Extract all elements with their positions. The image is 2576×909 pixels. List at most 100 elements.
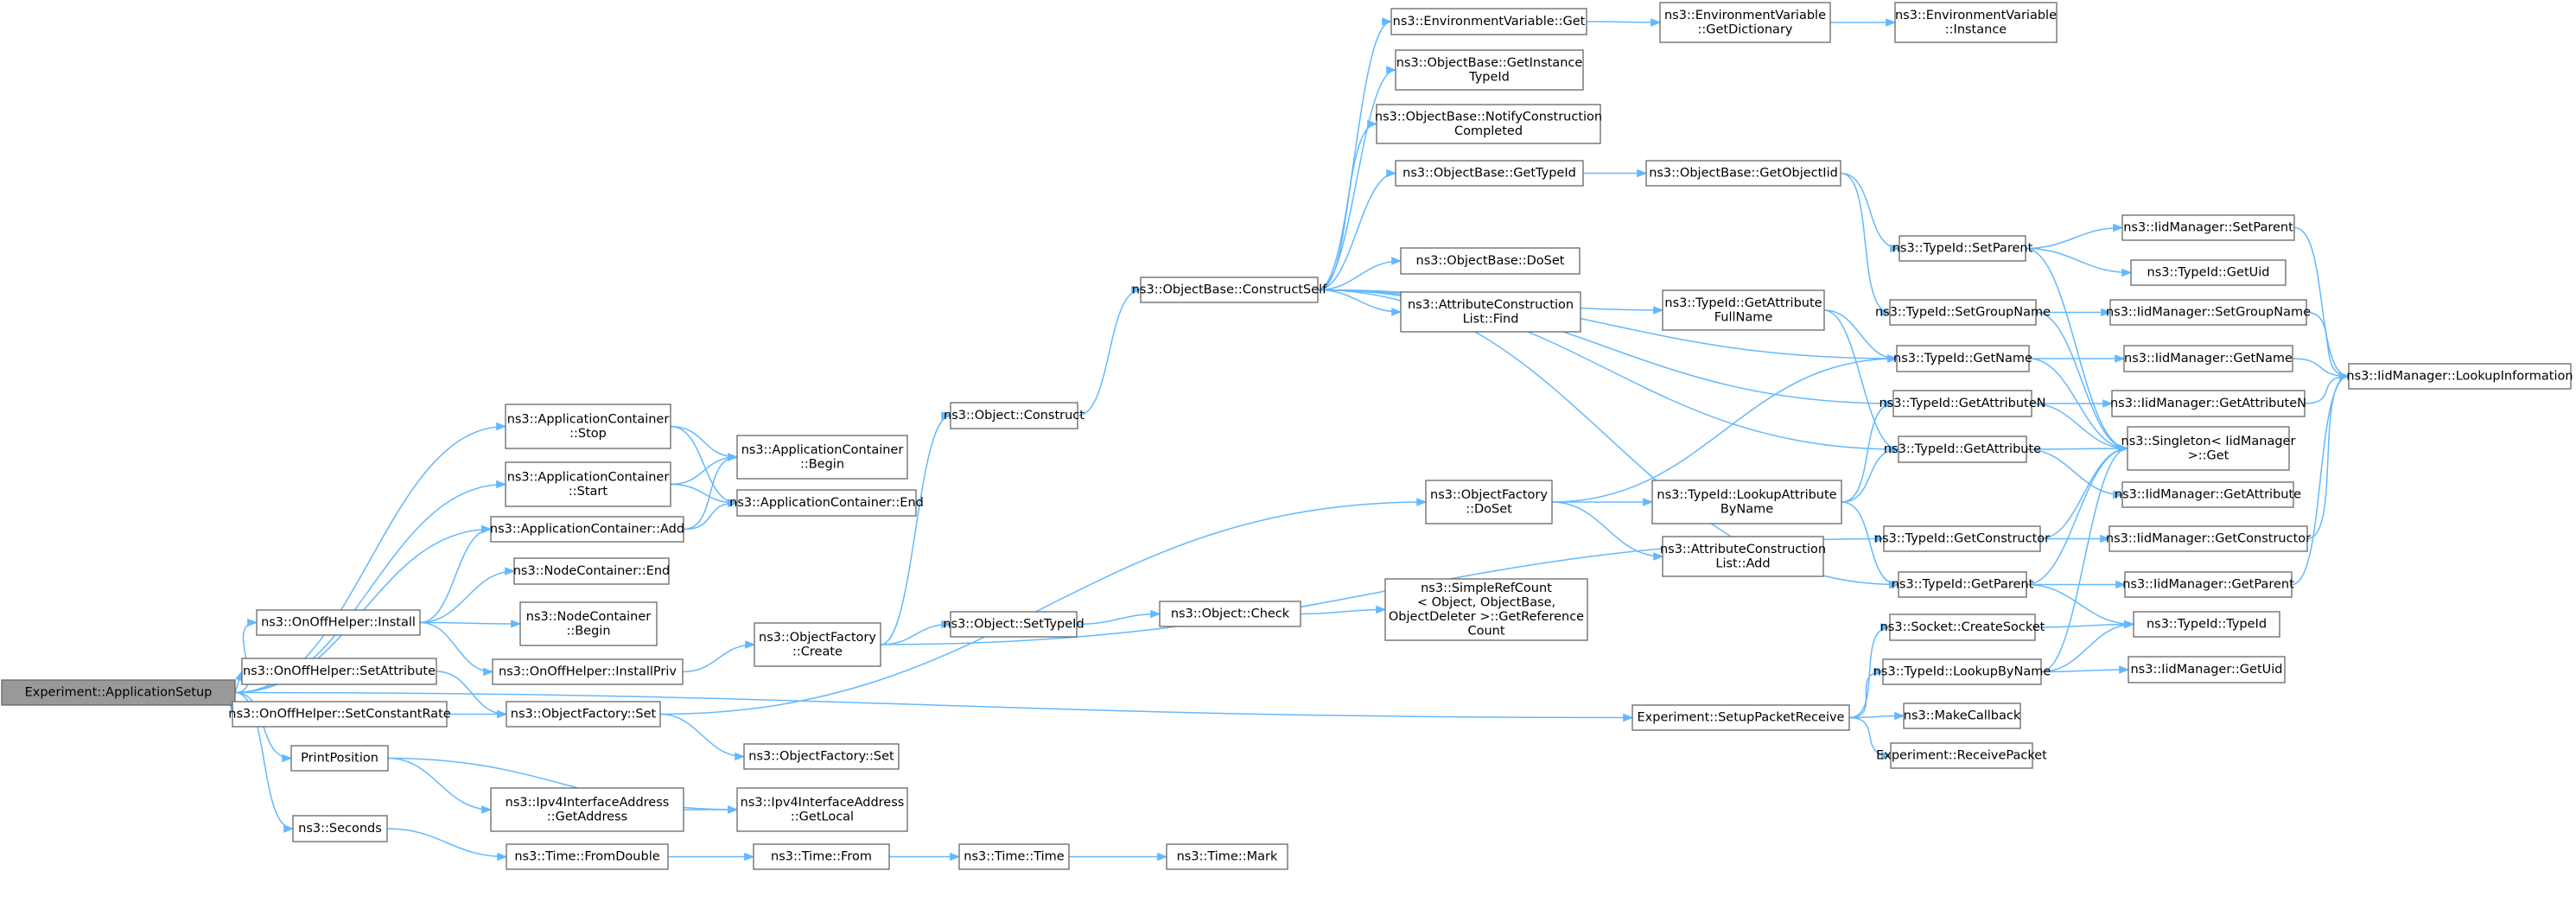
node-box[interactable] bbox=[2111, 390, 2306, 417]
node-timeTime[interactable]: ns3::Time::Time bbox=[958, 843, 1070, 870]
node-box[interactable] bbox=[1395, 49, 1584, 91]
node-ofSet[interactable]: ns3::ObjectFactory::Set bbox=[506, 701, 661, 728]
node-box[interactable] bbox=[1662, 536, 1824, 577]
node-appStart[interactable]: ns3::ApplicationContainer::Start bbox=[505, 461, 671, 507]
node-box[interactable] bbox=[292, 815, 388, 842]
node-box[interactable] bbox=[753, 843, 890, 870]
node-box[interactable] bbox=[1898, 435, 2027, 463]
node-srcGetRef[interactable]: ns3::SimpleRefCount< Object, ObjectBase,… bbox=[1384, 578, 1588, 641]
node-box[interactable] bbox=[2133, 611, 2280, 638]
node-box[interactable] bbox=[736, 435, 908, 480]
node-box[interactable] bbox=[1894, 2, 2058, 43]
node-tidTypeId[interactable]: ns3::TypeId::TypeId bbox=[2133, 611, 2280, 638]
node-box[interactable] bbox=[2121, 214, 2295, 241]
node-root[interactable]: Experiment::ApplicationSetup bbox=[1, 679, 236, 706]
node-box[interactable] bbox=[736, 489, 917, 517]
node-box[interactable] bbox=[736, 787, 908, 832]
node-box[interactable] bbox=[490, 516, 684, 543]
node-iidGetName[interactable]: ns3::IidManager::GetName bbox=[2123, 345, 2293, 372]
node-box[interactable] bbox=[754, 622, 881, 667]
node-makeCallback[interactable]: ns3::MakeCallback bbox=[1903, 702, 2021, 729]
node-onoffSetRate[interactable]: ns3::OnOffHelper::SetConstantRate bbox=[228, 701, 451, 728]
node-box[interactable] bbox=[1899, 235, 2026, 262]
node-objSetTypeId[interactable]: ns3::Object::SetTypeId bbox=[943, 611, 1084, 638]
node-tidGetAttrN[interactable]: ns3::TypeId::GetAttributeN bbox=[1879, 390, 2046, 417]
node-box[interactable] bbox=[1376, 104, 1601, 144]
node-ofCreate[interactable]: ns3::ObjectFactory::Create bbox=[754, 622, 881, 667]
node-box[interactable] bbox=[2130, 259, 2287, 286]
node-iidGetUid[interactable]: ns3::IidManager::GetUid bbox=[2128, 656, 2286, 683]
node-appAdd[interactable]: ns3::ApplicationContainer::Add bbox=[490, 516, 684, 543]
node-box[interactable] bbox=[1890, 742, 2033, 769]
node-sockCreate[interactable]: ns3::Socket::CreateSocket bbox=[1880, 613, 2045, 641]
node-box[interactable] bbox=[1659, 2, 1831, 43]
node-ncBegin[interactable]: ns3::NodeContainer::Begin bbox=[519, 601, 658, 646]
node-tidGetCtor[interactable]: ns3::TypeId::GetConstructor bbox=[1874, 525, 2050, 552]
node-box[interactable] bbox=[513, 557, 670, 585]
node-box[interactable] bbox=[2123, 345, 2293, 372]
node-box[interactable] bbox=[2124, 571, 2293, 598]
node-box[interactable] bbox=[1662, 289, 1825, 331]
node-box[interactable] bbox=[743, 743, 900, 770]
node-box[interactable] bbox=[1425, 480, 1553, 524]
node-envGetDict[interactable]: ns3::EnvironmentVariable::GetDictionary bbox=[1659, 2, 1831, 43]
node-ipv4GetAddr[interactable]: ns3::Ipv4InterfaceAddress::GetAddress bbox=[490, 787, 684, 832]
node-iidGetAttrN[interactable]: ns3::IidManager::GetAttributeN bbox=[2110, 390, 2306, 417]
node-ofDoSet[interactable]: ns3::ObjectFactory::DoSet bbox=[1425, 480, 1553, 524]
node-box[interactable] bbox=[1159, 601, 1301, 627]
node-obNotify[interactable]: ns3::ObjectBase::NotifyConstructionCompl… bbox=[1375, 104, 1602, 144]
node-box[interactable] bbox=[1889, 299, 2037, 326]
node-tidGetParent[interactable]: ns3::TypeId::GetParent bbox=[1892, 571, 2034, 598]
node-box[interactable] bbox=[1645, 160, 1841, 187]
node-printPos[interactable]: PrintPosition bbox=[290, 745, 389, 772]
node-box[interactable] bbox=[519, 601, 658, 646]
node-timeMark[interactable]: ns3::Time::Mark bbox=[1166, 843, 1288, 870]
node-onoffInstallPriv[interactable]: ns3::OnOffHelper::InstallPriv bbox=[492, 658, 684, 685]
node-box[interactable] bbox=[1, 679, 236, 706]
node-singletonGet[interactable]: ns3::Singleton< IidManager>::Get bbox=[2121, 426, 2296, 471]
node-box[interactable] bbox=[1651, 480, 1842, 524]
node-box[interactable] bbox=[290, 745, 389, 772]
node-obDoSet[interactable]: ns3::ObjectBase::DoSet bbox=[1400, 247, 1581, 275]
node-box[interactable] bbox=[490, 787, 684, 832]
node-box[interactable] bbox=[256, 609, 421, 636]
node-box[interactable] bbox=[492, 658, 684, 685]
node-box[interactable] bbox=[1400, 291, 1581, 333]
node-ipv4GetLocal[interactable]: ns3::Ipv4InterfaceAddress::GetLocal bbox=[736, 787, 908, 832]
node-tidLookupByName[interactable]: ns3::TypeId::LookupByName bbox=[1873, 658, 2051, 685]
node-box[interactable] bbox=[1166, 843, 1288, 870]
node-box[interactable] bbox=[1898, 571, 2027, 598]
node-tidSetGroupName[interactable]: ns3::TypeId::SetGroupName bbox=[1875, 299, 2051, 326]
node-box[interactable] bbox=[2109, 525, 2308, 552]
node-box[interactable] bbox=[950, 402, 1078, 429]
node-iidGetCtor[interactable]: ns3::IidManager::GetConstructor bbox=[2106, 525, 2311, 552]
node-box[interactable] bbox=[2109, 299, 2307, 326]
node-ncEnd[interactable]: ns3::NodeContainer::End bbox=[513, 557, 671, 585]
node-tidGetUid[interactable]: ns3::TypeId::GetUid bbox=[2130, 259, 2287, 286]
node-box[interactable] bbox=[958, 843, 1070, 870]
node-seconds[interactable]: ns3::Seconds bbox=[292, 815, 388, 842]
node-box[interactable] bbox=[1889, 613, 2036, 641]
node-box[interactable] bbox=[1384, 578, 1588, 641]
node-obGetObjectIid[interactable]: ns3::ObjectBase::GetObjectIid bbox=[1645, 160, 1841, 187]
node-box[interactable] bbox=[1883, 525, 2041, 552]
node-iidLookupInfo[interactable]: ns3::IidManager::LookupInformation bbox=[2346, 363, 2573, 390]
node-box[interactable] bbox=[1140, 277, 1319, 303]
node-box[interactable] bbox=[505, 461, 671, 507]
node-box[interactable] bbox=[505, 404, 671, 449]
node-tidSetParent[interactable]: ns3::TypeId::SetParent bbox=[1892, 235, 2033, 262]
node-box[interactable] bbox=[1390, 8, 1587, 35]
node-box[interactable] bbox=[1400, 247, 1581, 275]
node-onoffInstall[interactable]: ns3::OnOffHelper::Install bbox=[256, 609, 421, 636]
node-iidGetAttr[interactable]: ns3::IidManager::GetAttribute bbox=[2115, 481, 2301, 508]
node-box[interactable] bbox=[2127, 426, 2290, 471]
node-box[interactable] bbox=[1896, 345, 2030, 372]
node-appEnd[interactable]: ns3::ApplicationContainer::End bbox=[729, 489, 924, 517]
node-box[interactable] bbox=[2128, 656, 2286, 683]
node-timeFrom[interactable]: ns3::Time::From bbox=[753, 843, 890, 870]
